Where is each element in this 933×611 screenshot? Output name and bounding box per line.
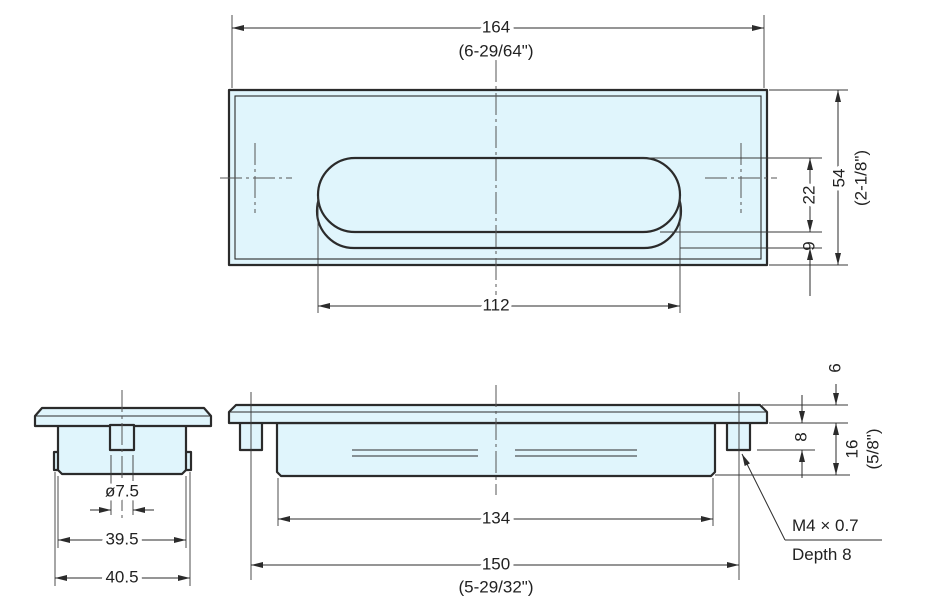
dim-hole-diameter: ø7.5 [105, 481, 139, 500]
boss-right [725, 419, 752, 452]
front-view: 134 150 (5-29/32") 6 8 16 (5/8") M4 × 0.… [227, 359, 886, 600]
dim-overall-height: 54 [829, 169, 848, 188]
dim-total-depth: 16 [842, 440, 861, 459]
thread-spec: M4 × 0.7 [792, 516, 859, 535]
dim-flange-width: 40.5 [105, 567, 138, 586]
dim-flange-thickness: 6 [825, 363, 844, 372]
dim-total-depth-in: (5/8") [863, 429, 882, 470]
side-view: ø7.5 39.5 40.5 [33, 390, 213, 590]
thread-depth: Depth 8 [792, 545, 852, 564]
dim-boss-depth: 8 [791, 432, 810, 441]
dim-slot-offset: 9 [799, 241, 818, 250]
dim-overall-height-in: (2-1/8") [851, 150, 870, 206]
dim-body-length: 134 [482, 508, 510, 527]
top-view: 164 (6-29/64") 54 (2-1/8") 22 9 112 [220, 13, 874, 318]
dim-slot-height: 22 [799, 186, 818, 205]
dim-hole-pitch-in: (5-29/32") [458, 577, 533, 596]
dim-slot-length: 112 [482, 295, 509, 314]
finger-recess [316, 156, 682, 234]
thread-leader [741, 453, 786, 541]
side-flange [33, 406, 213, 428]
dim-overall-length: 164 [482, 17, 510, 36]
dim-overall-length-in: (6-29/64") [458, 41, 533, 60]
dim-body-width: 39.5 [105, 529, 138, 548]
flange [227, 403, 769, 425]
dim-hole-pitch: 150 [482, 554, 510, 573]
